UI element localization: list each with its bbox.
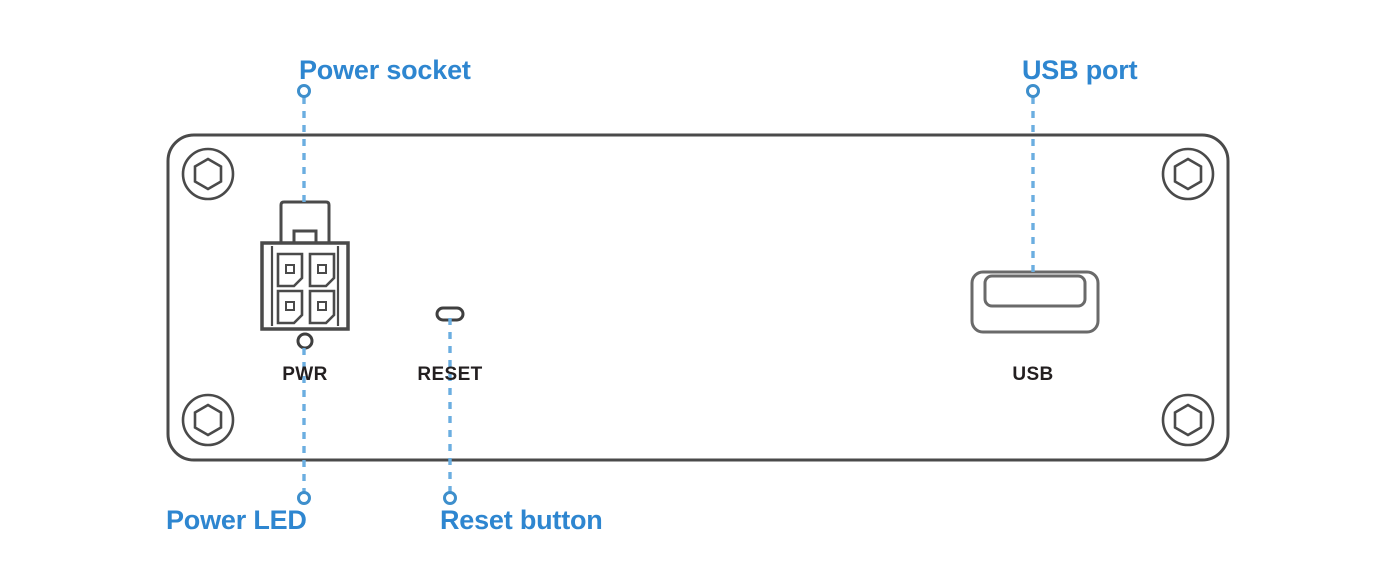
hex-socket-icon: [1173, 157, 1203, 191]
callout-label-reset-button: Reset button: [440, 505, 603, 535]
screw-top-right: [1161, 147, 1215, 201]
silkscreen-label-reset: RESET: [417, 364, 483, 385]
marker-power-led: [297, 491, 311, 505]
connector-pin-2: [308, 252, 336, 288]
callout-label-power-socket: Power socket: [299, 55, 471, 85]
silkscreen-label-usb: USB: [1012, 364, 1054, 385]
marker-reset-button: [443, 491, 457, 505]
panel-outline: [166, 133, 1230, 462]
callout-markers: [297, 84, 1040, 505]
screw-top-left: [181, 147, 235, 201]
usb-port-tongue: [983, 274, 1087, 308]
usb-port[interactable]: [970, 270, 1100, 334]
marker-usb-port: [1026, 84, 1040, 98]
hex-socket-icon: [193, 157, 223, 191]
screw-bottom-right: [1161, 393, 1215, 447]
power-led-indicator: [296, 332, 314, 350]
hex-socket-icon: [1173, 403, 1203, 437]
connector-pin-4: [308, 289, 336, 325]
callout-leader-lines: [302, 97, 1035, 492]
callout-label-usb-port: USB port: [1022, 55, 1138, 85]
enclosure-panel: [166, 133, 1230, 462]
connector-pin-1: [276, 252, 304, 288]
hex-socket-icon: [193, 403, 223, 437]
connector-pin-3: [276, 289, 304, 325]
screw-bottom-left: [181, 393, 235, 447]
callout-label-power-led: Power LED: [166, 505, 307, 535]
silkscreen-label-pwr: PWR: [282, 364, 328, 385]
marker-power-socket: [297, 84, 311, 98]
power-connector[interactable]: [260, 200, 350, 331]
